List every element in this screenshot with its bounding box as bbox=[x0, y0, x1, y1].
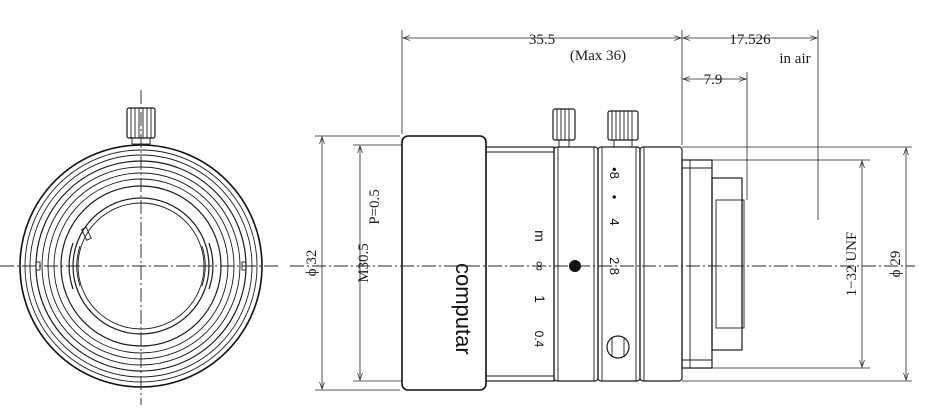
back-focus-label: 17.526 bbox=[729, 32, 771, 48]
aperture-dot: • bbox=[607, 195, 622, 200]
focus-unit-label: m bbox=[532, 230, 548, 242]
aperture-value-2-8: 2.8 bbox=[607, 257, 622, 275]
side-view bbox=[290, 108, 915, 391]
focus-value-0-4: 0.4 bbox=[532, 331, 546, 348]
mount-thread-label: 1−32 UNF bbox=[844, 232, 860, 297]
brand-name: computar bbox=[451, 263, 476, 355]
filter-pitch-label: P=0.5 bbox=[367, 189, 383, 225]
focus-value-1: 1 bbox=[532, 295, 548, 303]
overall-length-label: 35.5 bbox=[529, 32, 555, 48]
filter-thread-label: M30.5 bbox=[356, 243, 372, 283]
focus-value-infinity: ∞ bbox=[532, 261, 548, 271]
body-diameter-label: ϕ 32 bbox=[304, 250, 320, 277]
dimension-lines bbox=[315, 30, 912, 391]
iris-lock-knob bbox=[607, 110, 639, 148]
aperture-value-4: 4 bbox=[607, 218, 622, 225]
c-mount-flange bbox=[681, 159, 713, 369]
focus-lock-knob bbox=[552, 108, 576, 148]
mount-diameter-label: ϕ 29 bbox=[888, 251, 904, 278]
screw-head bbox=[606, 335, 630, 359]
front-view bbox=[0, 90, 280, 405]
aperture-value-8: •8 bbox=[607, 167, 622, 179]
back-focus-note: in air bbox=[779, 51, 810, 67]
index-dot bbox=[569, 260, 581, 272]
flange-depth-label: 7.9 bbox=[704, 72, 723, 88]
overall-length-note: (Max 36) bbox=[570, 48, 626, 64]
